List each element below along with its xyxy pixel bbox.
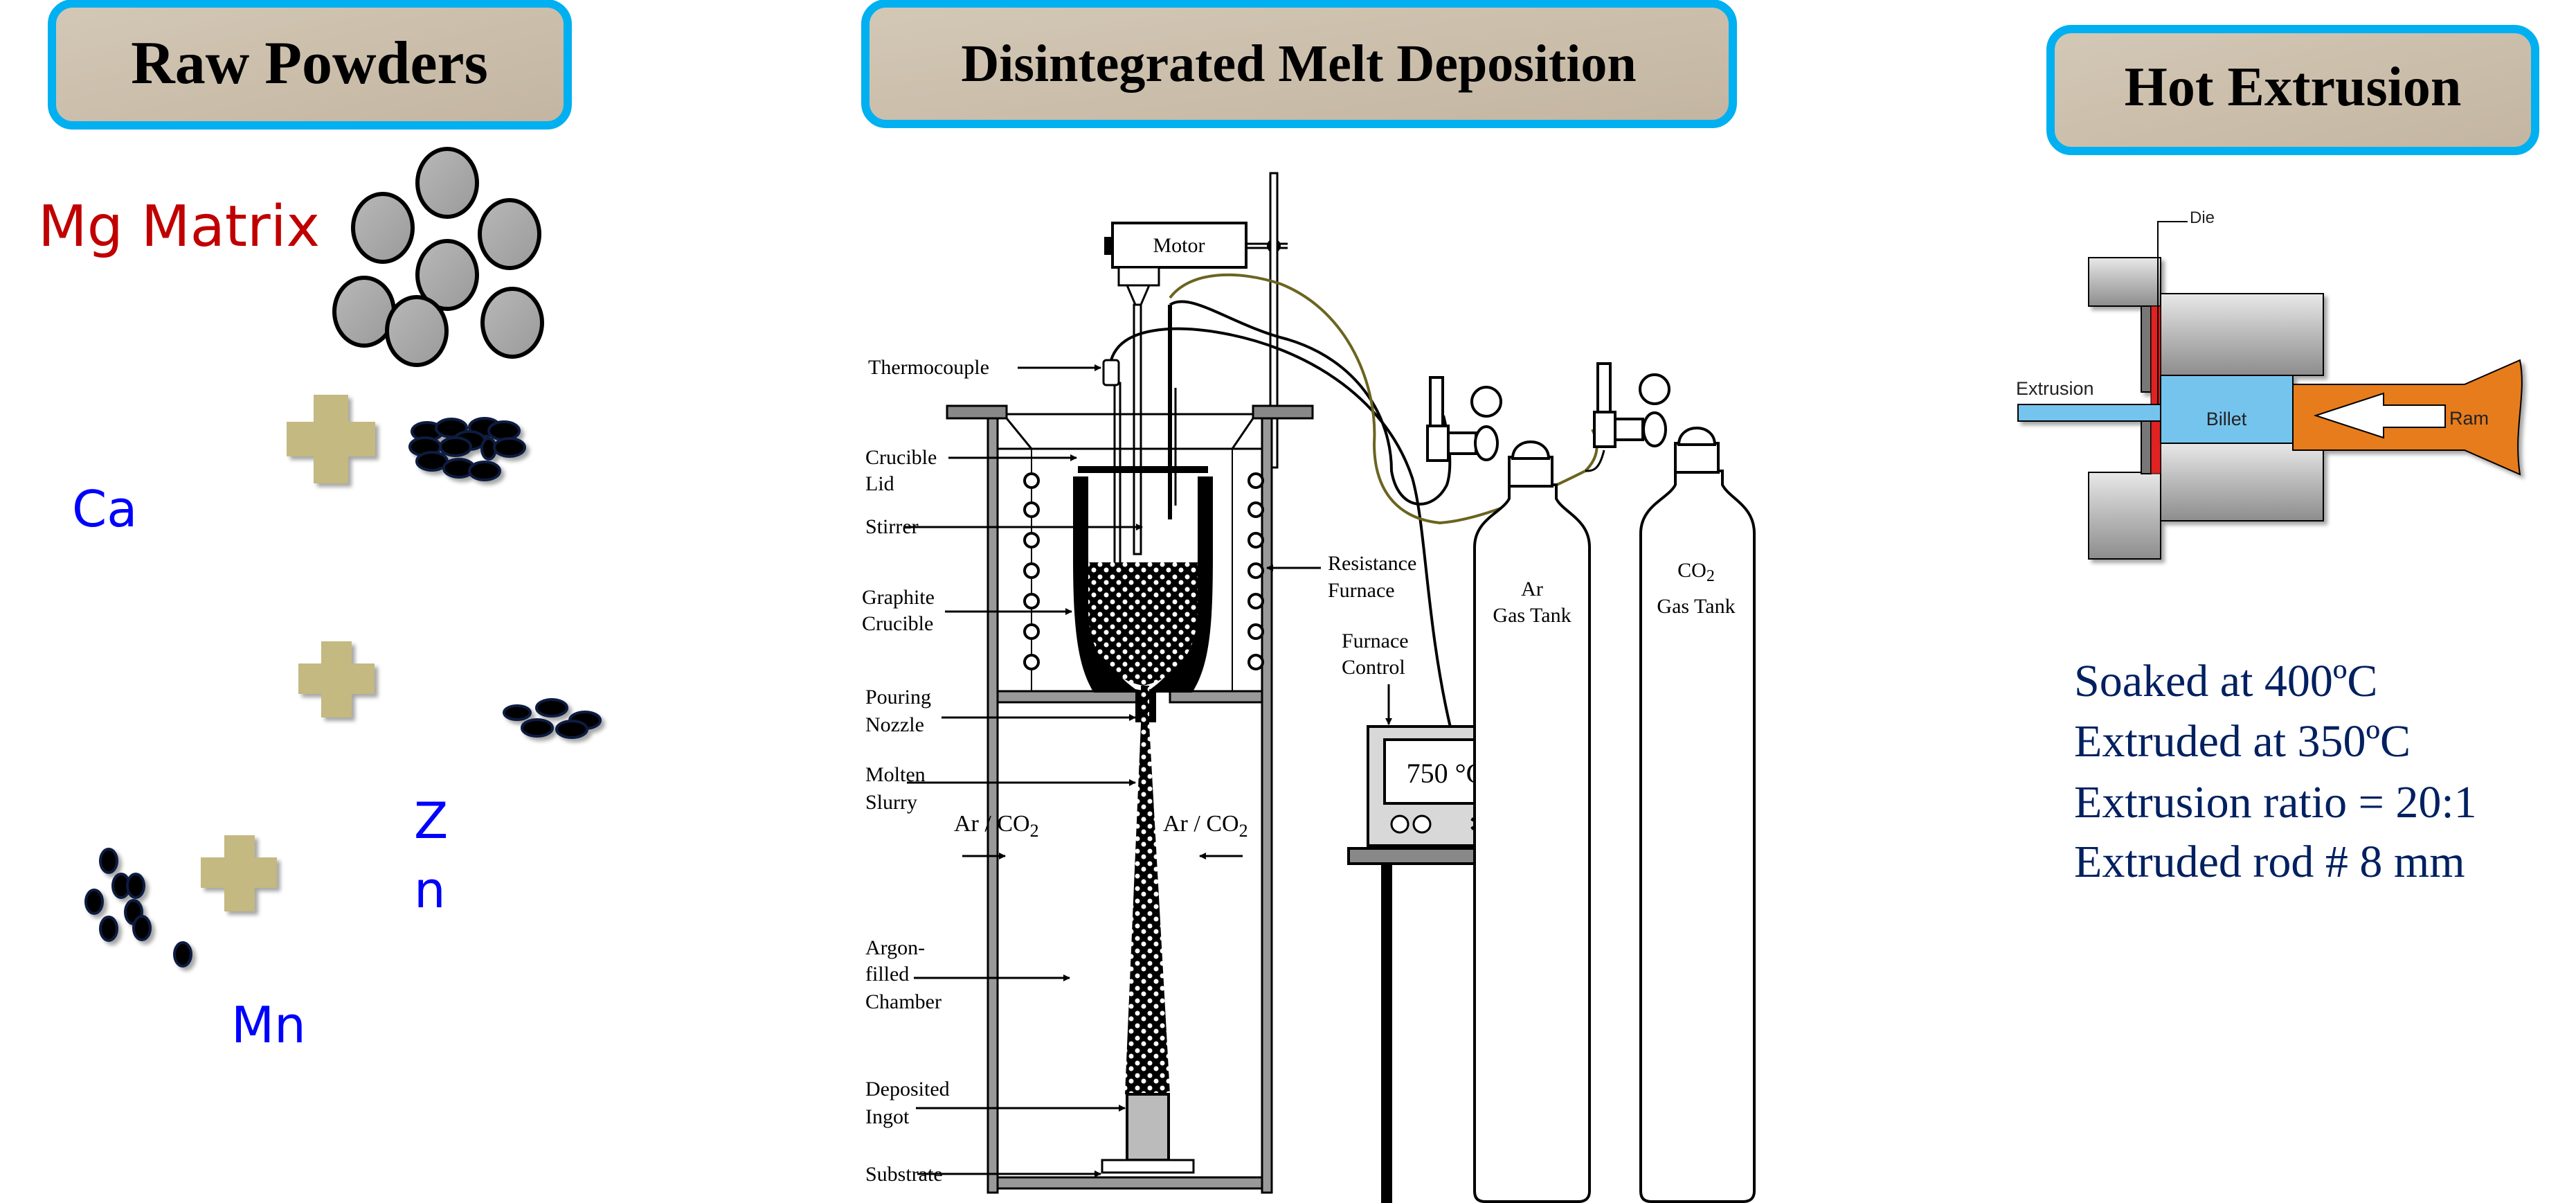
plus-icon [287,395,375,483]
mg-particles-icon [332,147,544,367]
billet-label: Billet [2206,409,2247,429]
co2-tank-label-sub: 2 [1706,567,1715,585]
thermocouple-label: Thermocouple [868,356,989,379]
die-icon [2150,305,2161,405]
raw-powders-panel: Raw Powders Mg Matrix Ca [38,0,602,1054]
gas-inlet-right-sub: 2 [1239,821,1248,841]
ingot-label-1: Deposited [865,1078,950,1100]
parameter-line: Soaked at 400ºC [2074,656,2377,706]
deposited-ingot-icon [1126,1093,1170,1161]
zn-label-line1: Z [414,792,448,850]
ca-particles-icon [408,417,526,481]
ingot-label-2: Ingot [865,1105,910,1128]
mn-label: Mn [231,996,306,1054]
extrusion-label: Extrusion [2016,378,2094,399]
ar-tank-label-2: Gas Tank [1493,604,1571,627]
parameter-line: Extruded at 350ºC [2074,716,2411,767]
graphite-crucible-label-1: Graphite [862,586,935,609]
control-knob-icon [1390,814,1409,834]
gas-inlet-left-sub: 2 [1030,821,1039,841]
molten-spray-stream [1125,724,1170,1094]
motor-label: Motor [1153,234,1205,257]
heating-coils-icon [1023,472,1264,670]
cables [1110,273,1598,728]
furnace-control-label-2: Control [1342,656,1405,679]
dmd-title: Disintegrated Melt Deposition [961,35,1636,93]
ar-tank-label-1: Ar [1521,578,1543,600]
dmd-header: Disintegrated Melt Deposition [861,0,1737,128]
graphite-crucible-label-2: Crucible [862,612,933,635]
parameter-line: Extruded rod # 8 mm [2074,837,2465,887]
co2-hose [1585,449,1605,472]
substrate-icon [1101,1159,1195,1174]
hot-extrusion-header: Hot Extrusion [2046,25,2539,155]
mn-particles-icon [84,848,192,968]
pouring-nozzle-label-1: Pouring [865,686,931,709]
control-knob-icon [1412,814,1432,834]
dmd-panel: Disintegrated Melt Deposition Motor [861,0,1756,1203]
plus-icon [298,641,375,718]
co2-gas-tank: CO2 Gas Tank [1593,362,1756,1203]
chamber-label-1: Argon- [865,936,925,959]
gas-inlet-left-text: Ar / CO [954,811,1030,837]
ar-gas-tank: Ar Gas Tank [1426,376,1591,1203]
crucible-lid-label-2: Lid [865,472,894,495]
temperature-display: 750 °C [1407,758,1485,789]
pouring-nozzle-label-2: Nozzle [865,713,924,736]
plus-icon [201,835,277,911]
furnace-label-1: Resistance [1328,552,1416,575]
zn-label-line2: n [414,861,446,919]
hot-extrusion-title: Hot Extrusion [2125,57,2462,118]
crucible-lid-label-1: Crucible [865,446,937,469]
gas-inlet-right-label: Ar / CO2 [1163,811,1248,841]
die-label: Die [2190,208,2215,227]
raw-powders-header: Raw Powders [48,0,572,130]
motor: Motor [1104,172,1288,469]
parameter-line: Extrusion ratio = 20:1 [2074,777,2477,828]
co2-tank-label-text: CO [1677,559,1706,582]
extruded-rod-icon [2017,404,2161,422]
gas-inlet-left-label: Ar / CO2 [954,811,1039,841]
co2-tank-label-1: CO2 [1677,559,1715,585]
thermocouple-icon [1102,359,1120,386]
furnace-control-label-1: Furnace [1342,630,1409,652]
hot-extrusion-panel: Hot Extrusion Die Extrusion Billet Ram [2016,25,2539,887]
co2-tank-label-2: Gas Tank [1657,595,1735,618]
molten-slurry-label-2: Slurry [865,791,917,814]
ram-arrow-icon [2313,392,2446,439]
ram-label: Ram [2449,408,2489,429]
extrusion-schematic [2017,257,2523,560]
chamber-label-3: Chamber [865,990,942,1013]
gas-inlet-right-text: Ar / CO [1163,811,1239,837]
chamber-label-2: filled [865,963,909,986]
extrusion-parameters: Soaked at 400ºC Extruded at 350ºC Extrus… [2074,656,2477,887]
zn-particles-icon [503,698,602,739]
ca-label: Ca [72,480,137,538]
furnace-label-2: Furnace [1328,579,1395,602]
mg-matrix-label: Mg Matrix [38,194,320,260]
raw-powders-title: Raw Powders [131,30,488,97]
graphite-crucible [1073,466,1213,724]
dmd-labels: Thermocouple Crucible Lid Stirrer Graphi… [862,356,1416,1186]
